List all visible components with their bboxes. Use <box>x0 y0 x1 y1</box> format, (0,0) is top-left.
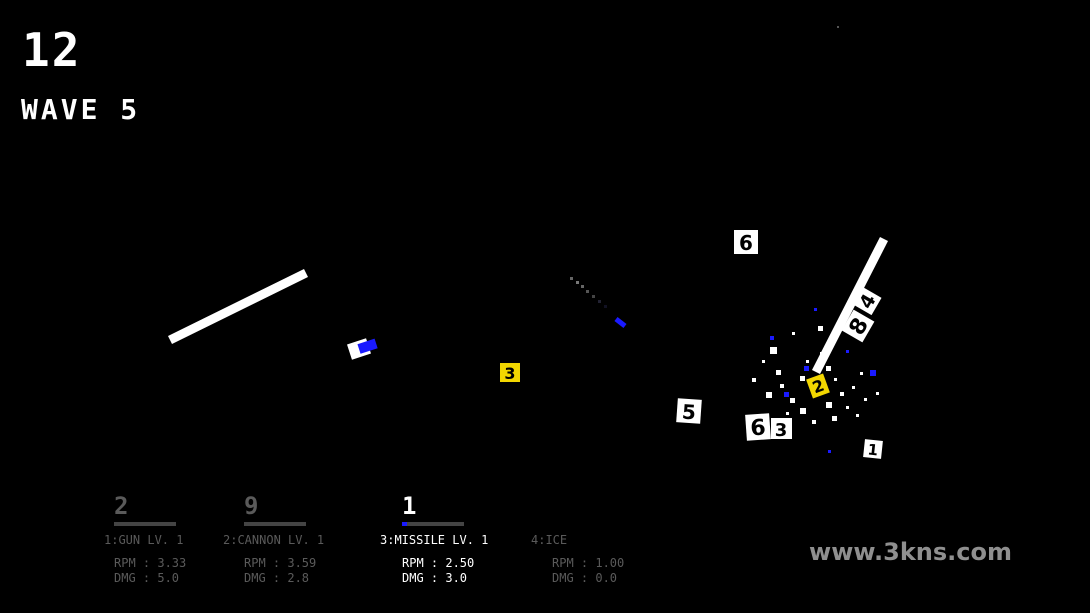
enemy-box <box>745 413 771 441</box>
enemy-box <box>734 230 758 254</box>
missile-projectile <box>614 317 627 328</box>
barrier-wall <box>168 268 308 345</box>
enemy-label: 6 <box>739 231 753 255</box>
enemy-box <box>771 418 792 439</box>
enemy-box <box>852 286 882 316</box>
enemy-box <box>676 398 702 424</box>
barrier-wall <box>811 236 889 375</box>
weapon-slot-cannon[interactable]: 9 <box>244 492 384 526</box>
enemy-label: 6 <box>750 415 767 441</box>
enemy-label: 1 <box>867 440 879 459</box>
enemy-box <box>806 373 830 399</box>
ammo-count: 1 <box>402 492 417 520</box>
pickup-box <box>500 363 520 382</box>
missile-trail <box>570 277 607 308</box>
weapon-slot-missile[interactable]: 1 <box>402 492 542 526</box>
pickup-label: 3 <box>504 364 515 383</box>
weapon-label-missile[interactable]: 3:MISSILE LV. 1 <box>380 533 489 547</box>
ammo-count: 9 <box>244 492 259 520</box>
ammo-bar <box>244 522 306 526</box>
weapon-slot-gun[interactable]: 2 <box>114 492 254 526</box>
score-counter: 12 <box>22 23 82 77</box>
player-ship <box>347 338 378 360</box>
weapon-label-gun[interactable]: 1:GUN LV. 1 <box>104 533 184 547</box>
explosion-debris-blue <box>770 308 876 453</box>
enemy-box <box>863 439 883 459</box>
enemy-label: 3 <box>775 420 788 441</box>
wave-indicator: WAVE 5 <box>21 93 141 126</box>
ammo-bar <box>114 522 176 526</box>
ammo-bar-fill <box>402 522 407 526</box>
weapon-label-ice[interactable]: 4:ICE <box>531 533 568 547</box>
enemy-label: 5 <box>681 400 697 425</box>
ammo-count: 2 <box>114 492 129 520</box>
ammo-bar <box>402 522 464 526</box>
enemy-box <box>841 309 875 343</box>
weapon-label-cannon[interactable]: 2:CANNON LV. 1 <box>223 533 325 547</box>
watermark: www.3kns.com <box>809 538 1012 566</box>
